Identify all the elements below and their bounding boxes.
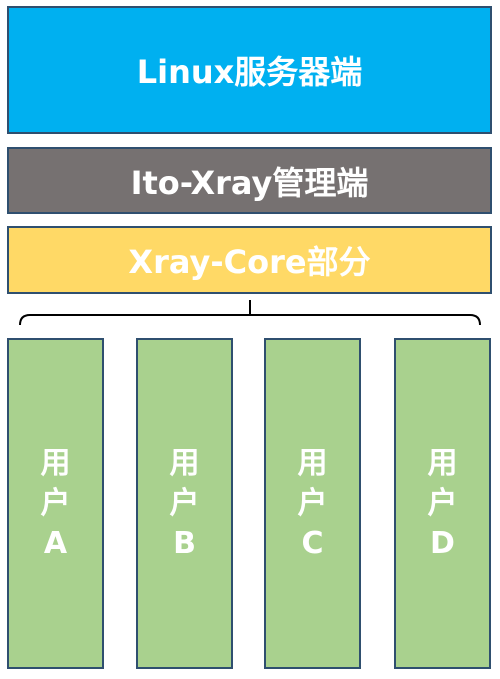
user-b-letter: B bbox=[173, 525, 196, 561]
user-d-char2: 户 bbox=[427, 485, 458, 521]
user-c-char1: 用 bbox=[297, 445, 328, 481]
user-a-char2: 户 bbox=[40, 485, 71, 521]
user-a-letter: A bbox=[43, 525, 68, 561]
user-c-letter: C bbox=[301, 525, 324, 561]
xray-core-layer: Xray-Core部分 bbox=[7, 226, 492, 294]
user-b-char1: 用 bbox=[169, 445, 200, 481]
user-d-char1: 用 bbox=[427, 445, 458, 481]
user-c-char2: 户 bbox=[297, 485, 328, 521]
ito-xray-manager-label: Ito-Xray管理端 bbox=[130, 163, 369, 202]
user-a-char1: 用 bbox=[40, 445, 71, 481]
user-a-box: 用 户 A bbox=[7, 338, 104, 669]
user-b-box: 用 户 B bbox=[136, 338, 233, 669]
linux-server-label: Linux服务器端 bbox=[136, 53, 363, 91]
ito-xray-manager-layer: Ito-Xray管理端 bbox=[7, 147, 492, 214]
linux-server-layer: Linux服务器端 bbox=[7, 6, 492, 134]
xray-core-label: Xray-Core部分 bbox=[128, 243, 371, 281]
user-d-letter: D bbox=[430, 525, 455, 561]
user-b-char2: 户 bbox=[169, 485, 200, 521]
user-d-box: 用 户 D bbox=[394, 338, 491, 669]
user-c-box: 用 户 C bbox=[264, 338, 361, 669]
brace-bar bbox=[19, 314, 481, 326]
branch-brace bbox=[19, 300, 481, 326]
